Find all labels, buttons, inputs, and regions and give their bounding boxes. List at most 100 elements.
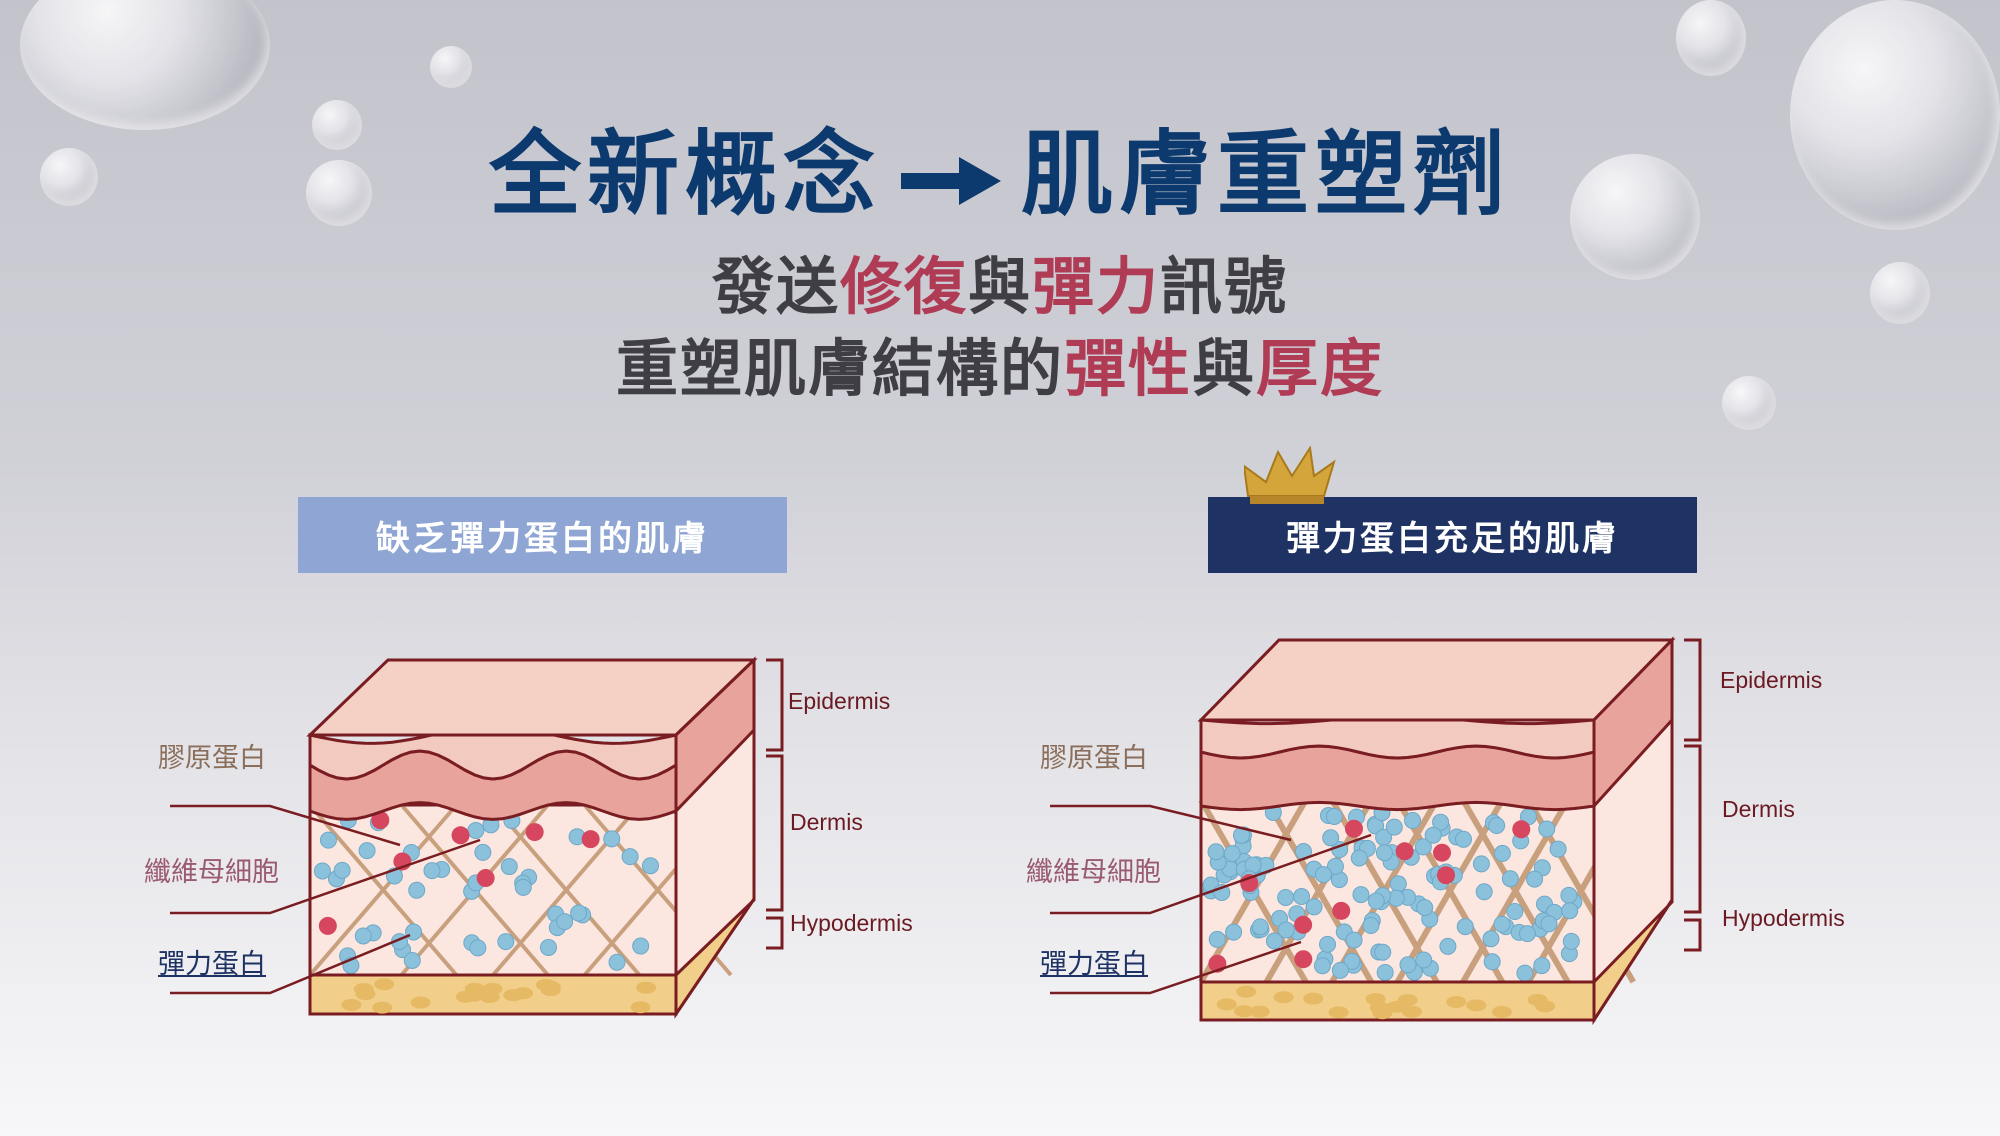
water-bubble <box>1722 376 1776 430</box>
elastin-dot <box>1352 886 1370 904</box>
elastin-dot <box>1389 875 1407 893</box>
fat-cell <box>1216 998 1237 1011</box>
elastin-dot <box>405 923 423 941</box>
title-left: 全新概念 <box>488 121 881 228</box>
elastin-dot <box>1399 956 1417 974</box>
water-bubble <box>20 0 270 130</box>
elastin-dot <box>1501 870 1519 888</box>
collagen-pointer-line <box>1050 804 1292 842</box>
elastin-dot <box>1475 883 1493 901</box>
elastin-dot <box>1350 849 1368 867</box>
elastin-dot <box>474 843 492 861</box>
elastin-dot <box>1424 826 1442 844</box>
elastin-dot <box>467 822 485 840</box>
elastin-dot <box>1319 935 1337 953</box>
fibroblast-cell <box>371 811 390 830</box>
water-bubble <box>312 100 362 150</box>
subtitle-text: 與 <box>967 250 1032 323</box>
elastin-dot <box>1414 838 1432 856</box>
elastin-dot <box>1456 918 1474 936</box>
elastin-dot <box>1538 820 1556 838</box>
fat-cell <box>1273 991 1294 1004</box>
elastin-dot <box>497 933 515 951</box>
elastin-pointer-line <box>1050 940 1302 995</box>
elastin-dot <box>621 848 639 866</box>
elastin-dot <box>1404 812 1422 830</box>
elastin-dot <box>1385 818 1403 836</box>
elastin-dot <box>1251 918 1269 936</box>
elastin-dot <box>514 878 532 896</box>
main-title: 全新概念 肌膚重塑劑 <box>0 100 2000 233</box>
elastin-dot <box>354 927 372 945</box>
fat-cell <box>1372 1007 1393 1020</box>
collagen-fiber <box>1394 798 1505 984</box>
water-bubble <box>306 160 372 226</box>
elastin-dot <box>1331 961 1349 979</box>
fat-cell <box>410 996 431 1009</box>
elastin-dot <box>1376 963 1394 981</box>
elastin-dot <box>1374 943 1392 961</box>
fibroblast-cell <box>318 916 337 935</box>
elastin-dot <box>1432 813 1450 831</box>
elastin-dot <box>313 862 331 880</box>
highlight-text: 修復 <box>839 250 968 323</box>
elastin-dot <box>1305 898 1323 916</box>
elastin-dot <box>1225 923 1243 941</box>
left-layer-dermis: Dermis <box>790 809 863 835</box>
fat-cell <box>1303 992 1324 1005</box>
layer-bracket <box>766 658 784 752</box>
title-right: 肌膚重塑劑 <box>1021 121 1512 228</box>
fat-cell <box>1365 993 1386 1006</box>
crown-icon <box>1244 446 1336 504</box>
fibroblast-pointer-line <box>170 838 481 915</box>
highlight-text: 彈性 <box>1063 332 1192 405</box>
elastin-dot <box>608 953 626 971</box>
elastin-dot <box>1415 951 1433 969</box>
layer-bracket <box>766 916 784 950</box>
side-hypodermis <box>674 894 756 1019</box>
collagen-pointer-line <box>170 804 401 847</box>
right-label-elastin: 彈力蛋白 <box>1040 949 1148 980</box>
fibroblast-cell <box>581 830 600 849</box>
right-layer-epidermis: Epidermis <box>1720 667 1823 693</box>
collagen-fiber <box>308 803 458 977</box>
fat-cell <box>341 998 362 1011</box>
fat-cell <box>372 1001 393 1014</box>
elastin-dot <box>603 830 621 848</box>
elastin-dot <box>556 913 574 931</box>
elastin-dot <box>500 858 518 876</box>
elastin-dot <box>423 862 441 880</box>
right-panel-title: 彈力蛋白充足的肌膚 <box>1208 497 1697 573</box>
elastin-dot <box>1345 931 1363 949</box>
left-label-collagen: 膠原蛋白 <box>158 743 266 774</box>
left-layer-epidermis: Epidermis <box>788 688 891 714</box>
elastin-dot <box>1540 915 1558 933</box>
subtitle-text: 訊號 <box>1160 250 1289 323</box>
elastin-dot <box>408 881 426 899</box>
elastin-dot <box>1322 829 1340 847</box>
elastin-dot <box>1560 886 1578 904</box>
fibroblast-cell <box>1294 915 1313 934</box>
side-epidermis <box>1592 636 1674 810</box>
elastin-dot <box>1439 937 1457 955</box>
fat-cell <box>1386 1000 1407 1013</box>
elastin-dot <box>1207 843 1225 861</box>
elastin-dot <box>1506 903 1524 921</box>
elastin-dot <box>1454 830 1472 848</box>
fat-cell <box>1401 1005 1422 1018</box>
layer-bracket <box>1684 744 1702 914</box>
elastin-pointer-line <box>170 933 411 995</box>
elastin-dot <box>1482 930 1500 948</box>
side-epidermis <box>674 656 756 815</box>
highlight-text: 厚度 <box>1256 332 1385 405</box>
subtitle-text: 重塑肌膚結構的 <box>615 332 1064 405</box>
fat-cell <box>1236 985 1257 998</box>
elastin-dot <box>1293 888 1311 906</box>
left-panel-title: 缺乏彈力蛋白的肌膚 <box>298 497 787 573</box>
fibroblast-cell <box>1294 950 1313 969</box>
elastin-dot <box>1325 807 1343 825</box>
elastin-dot <box>1223 845 1241 863</box>
fibroblast-cell <box>1332 901 1351 920</box>
subtitle-line-1: 發送修復與彈力訊號 <box>0 236 2000 326</box>
